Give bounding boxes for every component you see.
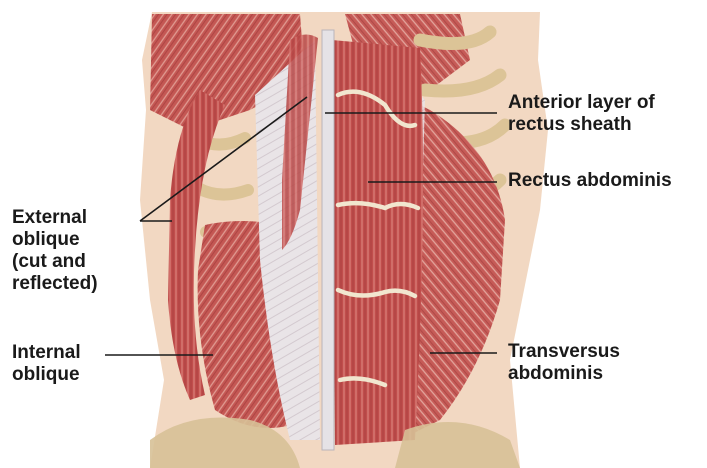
linea-alba	[322, 30, 334, 450]
label-anterior-sheath: Anterior layer of rectus sheath	[508, 92, 655, 136]
label-transversus-abdominis: Transversus abdominis	[508, 341, 620, 385]
label-external-oblique: External oblique (cut and reflected)	[12, 207, 98, 295]
label-internal-oblique: Internal oblique	[12, 342, 81, 386]
label-rectus-abdominis: Rectus abdominis	[508, 170, 672, 192]
